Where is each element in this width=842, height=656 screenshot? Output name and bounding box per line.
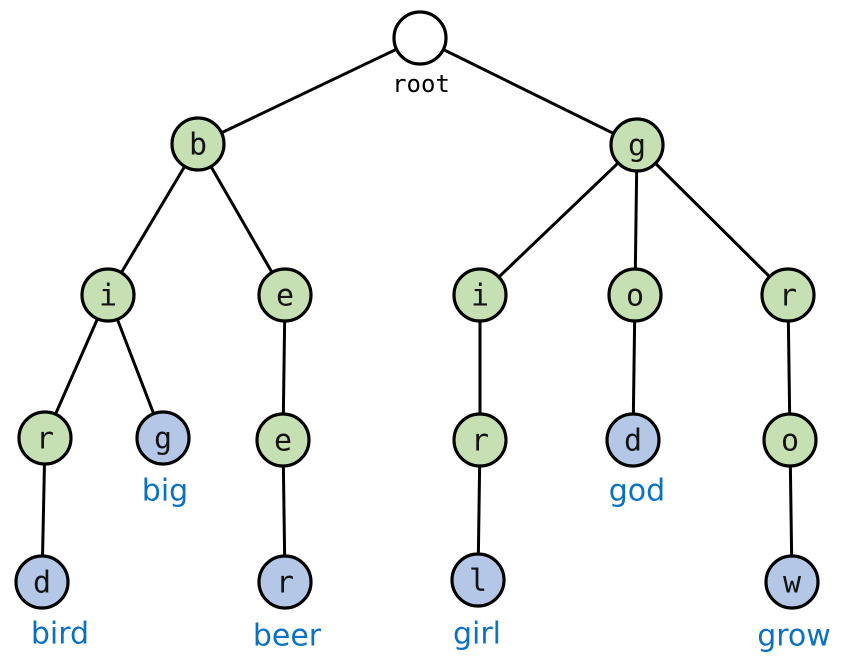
node-circle-root: [392, 10, 448, 66]
node-circle-i_right: [452, 267, 508, 323]
node-letter-l_girl: l: [469, 564, 487, 599]
node-letter-w_grow: w: [783, 566, 802, 601]
trie-node-r_beer: r: [257, 554, 313, 610]
trie-node-o_mid: o: [607, 267, 663, 323]
trie-node-i_right: i: [452, 267, 508, 323]
node-letter-i_left: i: [99, 279, 117, 314]
node-letter-d_bird: d: [33, 566, 51, 601]
node-letter-r_right: r: [779, 279, 797, 314]
word-label-god: god: [609, 474, 665, 509]
word-label-girl: girl: [453, 617, 501, 652]
trie-node-g_top: g: [609, 117, 665, 173]
word-label-big: big: [142, 474, 188, 509]
edge-b-i_left: [106, 142, 200, 297]
trie-node-i_left: i: [80, 267, 136, 323]
trie-node-d_bird: d: [14, 554, 70, 610]
trie-node-b: b: [170, 116, 226, 172]
word-label-bird: bird: [31, 617, 89, 652]
trie-node-l_girl: l: [450, 552, 506, 608]
node-circle-d_bird: [14, 554, 70, 610]
trie-node-o_grow: o: [762, 412, 818, 468]
node-circle-i_left: [80, 267, 136, 323]
node-letter-e_left: e: [276, 279, 294, 314]
trie-node-r_girl: r: [452, 412, 508, 468]
edge-b-e_left: [196, 142, 287, 297]
node-circle-o_mid: [607, 267, 663, 323]
root-caption: root: [392, 70, 450, 98]
node-letter-b: b: [189, 128, 207, 163]
node-circle-e_left: [257, 267, 313, 323]
node-letter-r_beer: r: [276, 566, 294, 601]
node-circle-d_god: [605, 412, 661, 468]
node-letter-d_god: d: [624, 424, 642, 459]
word-label-beer: beer: [253, 619, 322, 654]
trie-node-r_right: r: [760, 267, 816, 323]
node-letter-g_top: g: [628, 129, 646, 164]
nodes-layer: b g i e i o r r g e r d o d r l w: [14, 10, 820, 610]
node-circle-r_beer: [257, 554, 313, 610]
node-circle-r_girl: [452, 412, 508, 468]
node-circle-b: [170, 116, 226, 172]
node-letter-r_left: r: [36, 422, 54, 457]
node-circle-r_left: [17, 410, 73, 466]
trie-node-r_left: r: [17, 410, 73, 466]
trie-node-e_left: e: [257, 267, 313, 323]
node-letter-o_grow: o: [781, 424, 799, 459]
edge-g_top-i_right: [478, 143, 639, 297]
node-letter-e_mid: e: [274, 424, 292, 459]
trie-node-e_mid: e: [255, 412, 311, 468]
node-letter-g_big: g: [154, 422, 172, 457]
edge-g_top-r_right: [635, 143, 790, 297]
node-circle-o_grow: [762, 412, 818, 468]
node-letter-i_right: i: [471, 279, 489, 314]
node-circle-w_grow: [764, 554, 820, 610]
node-circle-g_top: [609, 117, 665, 173]
edge-root-b: [196, 36, 422, 146]
trie-node-g_big: g: [135, 410, 191, 466]
node-letter-r_girl: r: [471, 424, 489, 459]
trie-node-w_grow: w: [764, 554, 820, 610]
word-label-grow: grow: [757, 619, 831, 654]
node-circle-e_mid: [255, 412, 311, 468]
node-circle-r_right: [760, 267, 816, 323]
trie-node-d_god: d: [605, 412, 661, 468]
trie-node-root: [392, 10, 448, 66]
node-circle-g_big: [135, 410, 191, 466]
edge-root-g_top: [418, 36, 639, 147]
node-letter-o_mid: o: [626, 279, 644, 314]
node-circle-l_girl: [450, 552, 506, 608]
